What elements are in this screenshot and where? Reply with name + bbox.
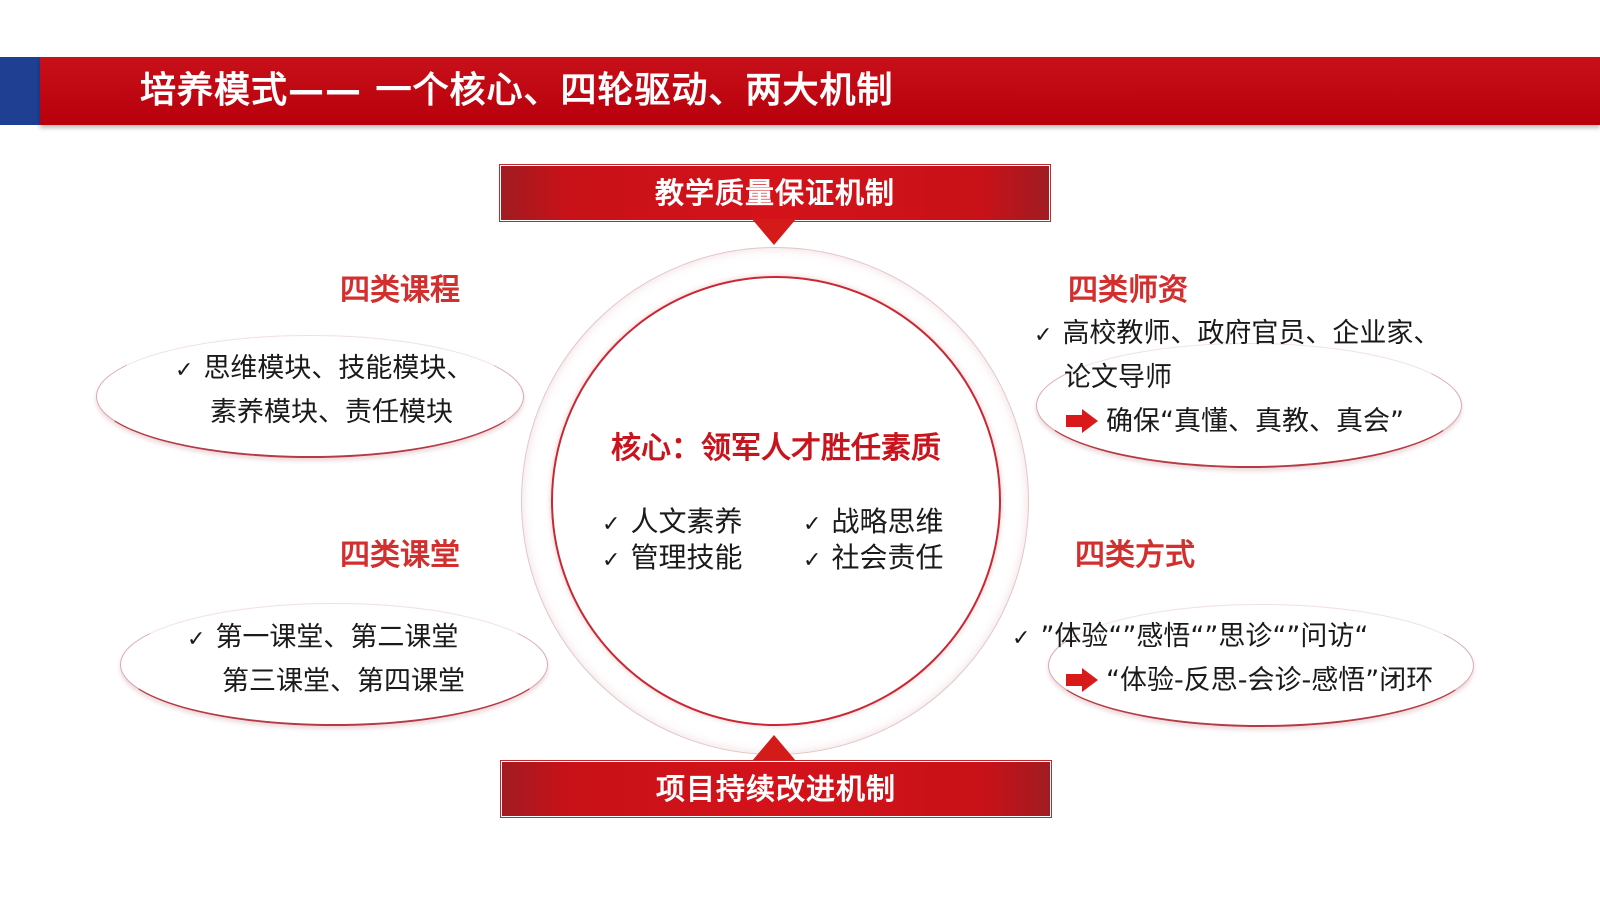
heading-teachers: 四类师资	[1068, 273, 1188, 308]
heading-courses: 四类课程	[340, 273, 460, 308]
mechanism-banner-top: 教学质量保证机制	[500, 165, 1050, 221]
core-item: ✓管理技能	[602, 541, 743, 574]
check-icon: ✓	[175, 358, 194, 383]
mechanism-banner-bottom: 项目持续改进机制	[501, 761, 1051, 817]
core-item: ✓社会责任	[803, 541, 944, 574]
ellipse-classes	[120, 603, 548, 726]
courses-line: 素养模块、责任模块	[210, 397, 453, 428]
header-red-bar: 培养模式—— 一个核心、四轮驱动、两大机制	[40, 57, 1600, 125]
courses-line: ✓思维模块、技能模块、	[175, 353, 474, 384]
check-icon: ✓	[187, 627, 206, 652]
arrow-up-icon	[752, 735, 796, 761]
methods-line: “体验-反思-会诊-感悟”闭环	[1066, 658, 1433, 697]
teachers-line: 论文导师	[1064, 362, 1172, 393]
check-icon: ✓	[602, 548, 621, 573]
header-band: 培养模式—— 一个核心、四轮驱动、两大机制	[0, 57, 1600, 125]
classes-line: 第三课堂、第四课堂	[222, 666, 465, 697]
check-icon: ✓	[803, 548, 822, 573]
heading-methods: 四类方式	[1075, 538, 1195, 573]
core-item: ✓战略思维	[803, 505, 944, 538]
page-title: 培养模式—— 一个核心、四轮驱动、两大机制	[140, 70, 894, 111]
teachers-line: ✓高校教师、政府官员、企业家、	[1034, 318, 1441, 349]
header-accent	[0, 57, 40, 125]
check-icon: ✓	[1034, 323, 1053, 348]
core-item: ✓人文素养	[602, 505, 743, 538]
ellipse-courses	[96, 335, 524, 458]
methods-line: ✓”体验“”感悟“”思诊“”问访“	[1012, 621, 1369, 652]
arrow-down-icon	[752, 219, 796, 245]
check-icon: ✓	[602, 512, 621, 537]
ellipse-teachers	[1036, 343, 1462, 468]
red-right-arrow-icon	[1066, 408, 1100, 433]
heading-classes: 四类课堂	[340, 538, 460, 573]
ellipse-methods	[1048, 604, 1474, 727]
classes-line: ✓第一课堂、第二课堂	[187, 622, 459, 653]
teachers-line: 确保“真懂、真教、真会”	[1066, 399, 1404, 438]
check-icon: ✓	[803, 512, 822, 537]
red-right-arrow-icon	[1066, 667, 1100, 692]
check-icon: ✓	[1012, 626, 1031, 651]
core-title: 核心：领军人才胜任素质	[611, 431, 941, 466]
core-circle	[551, 276, 1001, 726]
